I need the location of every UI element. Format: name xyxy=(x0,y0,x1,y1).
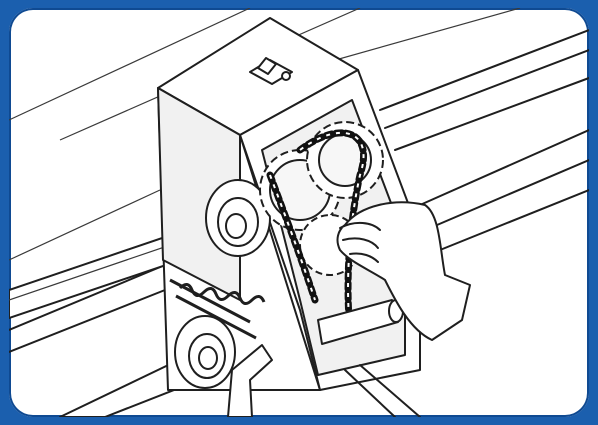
machine-diagram xyxy=(9,8,589,417)
hand-icon xyxy=(336,201,471,341)
illustration-panel xyxy=(9,8,589,417)
roller-chain-icon xyxy=(266,129,368,334)
support-bracket xyxy=(227,344,421,417)
left-rails xyxy=(9,264,166,353)
spring-icon xyxy=(169,278,266,340)
lower-bearing xyxy=(174,315,236,389)
rail-bars xyxy=(379,29,589,251)
latch-icon xyxy=(249,57,293,85)
sprocket-gear-icon xyxy=(259,121,384,276)
upper-bearing xyxy=(205,179,271,257)
